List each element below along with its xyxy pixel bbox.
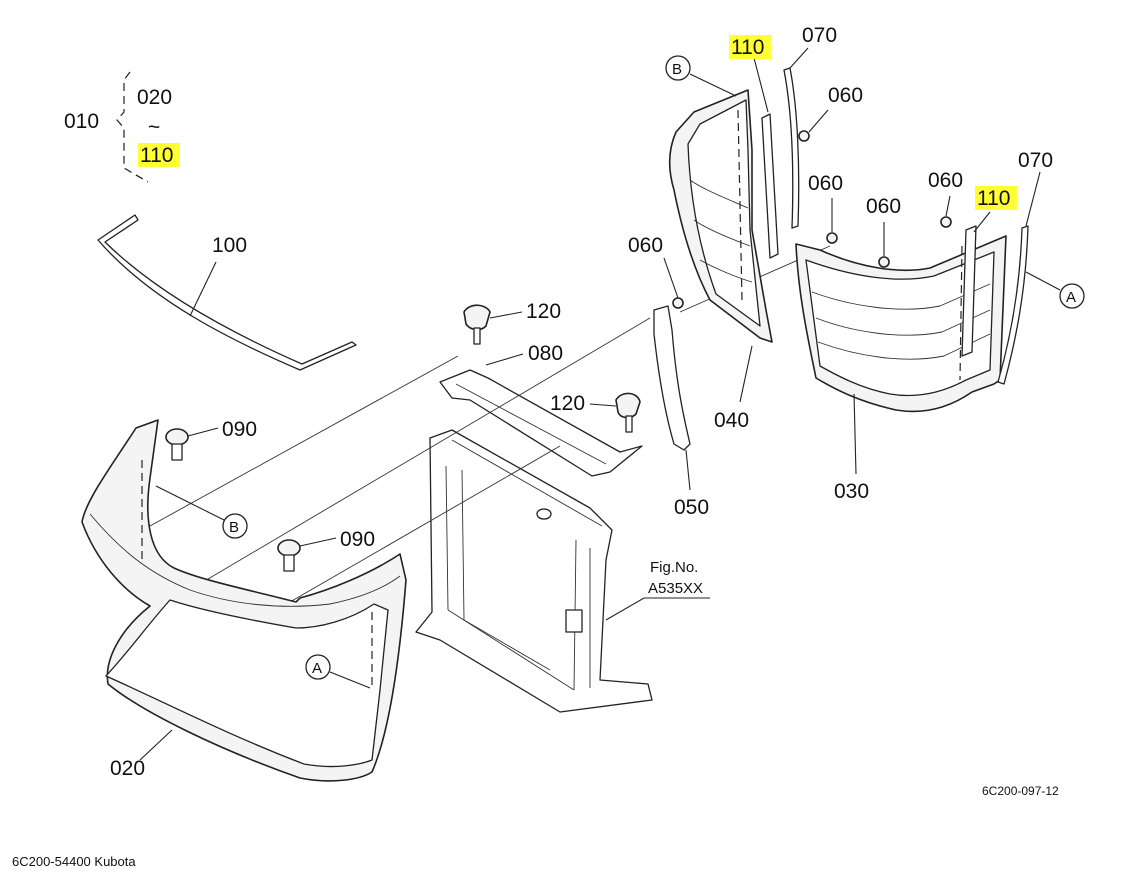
part-060-nut-d: 060 bbox=[866, 195, 901, 268]
part-090-bolt-b: 090 bbox=[277, 528, 375, 572]
label-090-b: 090 bbox=[340, 528, 375, 551]
part-060-nut-e: 060 bbox=[928, 169, 963, 228]
label-fig-ref: A535XX bbox=[648, 580, 703, 597]
part-120-knob-a: 120 bbox=[463, 300, 561, 345]
label-010: 010 bbox=[64, 110, 99, 133]
part-090-bolt-a: 090 bbox=[165, 418, 257, 461]
part-120-knob-b: 120 bbox=[550, 392, 641, 433]
part-100-strip: 100 bbox=[97, 214, 357, 371]
highlight-110-b bbox=[975, 186, 1017, 210]
label-080: 080 bbox=[528, 342, 563, 365]
part-070-strip-b: 070 bbox=[997, 149, 1053, 385]
label-110-range: 110 bbox=[140, 144, 173, 167]
part-060-nut-b: 060 bbox=[798, 84, 863, 142]
part-110-shim-b: 110 bbox=[961, 186, 1017, 357]
part-030-side-panel: 030 bbox=[795, 235, 1007, 503]
ref-a-right: A bbox=[1025, 271, 1085, 309]
label-050: 050 bbox=[674, 496, 709, 519]
label-060-a: 060 bbox=[628, 234, 663, 257]
part-080-bracket: 080 bbox=[439, 342, 643, 477]
highlight-110-a bbox=[729, 35, 771, 59]
label-060-e: 060 bbox=[928, 169, 963, 192]
image-caption: 6C200-54400 Kubota bbox=[12, 854, 136, 869]
ref-a-bottom: A bbox=[312, 660, 322, 677]
svg-text:A: A bbox=[1066, 289, 1076, 306]
svg-text:B: B bbox=[229, 519, 239, 536]
drawing-code: 6C200-097-12 bbox=[982, 784, 1059, 798]
ref-a-bottom-circle bbox=[305, 654, 331, 680]
part-050-strip: 050 bbox=[653, 305, 709, 519]
part-040-side-panel: 040 bbox=[668, 89, 773, 432]
label-060-c: 060 bbox=[808, 172, 843, 195]
part-060-nut-a: 060 bbox=[628, 234, 684, 309]
label-100: 100 bbox=[212, 234, 247, 257]
ref-b-mid: B bbox=[155, 485, 248, 539]
label-040: 040 bbox=[714, 409, 749, 432]
label-060-b: 060 bbox=[828, 84, 863, 107]
label-020: 020 bbox=[110, 757, 145, 780]
set-bracket-010: 010 020 ~ 110 bbox=[64, 71, 180, 183]
part-020-front-cover: 020 A bbox=[81, 419, 407, 782]
label-110-a: 110 bbox=[731, 36, 764, 59]
label-070-b: 070 bbox=[1018, 149, 1053, 172]
label-fig-no: Fig.No. bbox=[650, 559, 698, 576]
part-060-nut-c: 060 bbox=[808, 172, 843, 244]
frame-a535xx: Fig.No. A535XX bbox=[415, 429, 710, 713]
label-090-a: 090 bbox=[222, 418, 257, 441]
svg-text:B: B bbox=[672, 61, 682, 78]
label-120-a: 120 bbox=[526, 300, 561, 323]
label-070-a: 070 bbox=[802, 24, 837, 47]
label-030: 030 bbox=[834, 480, 869, 503]
part-070-strip-a: 070 bbox=[783, 24, 837, 229]
label-120-b: 120 bbox=[550, 392, 585, 415]
ref-b-top: B bbox=[665, 55, 737, 97]
label-tilde: ~ bbox=[148, 116, 160, 139]
label-020-range: 020 bbox=[137, 86, 172, 109]
guide-lines bbox=[149, 245, 831, 603]
label-060-d: 060 bbox=[866, 195, 901, 218]
label-110-b: 110 bbox=[977, 187, 1010, 210]
part-110-shim-a: 110 bbox=[729, 35, 779, 259]
highlight-110-set bbox=[138, 143, 180, 167]
